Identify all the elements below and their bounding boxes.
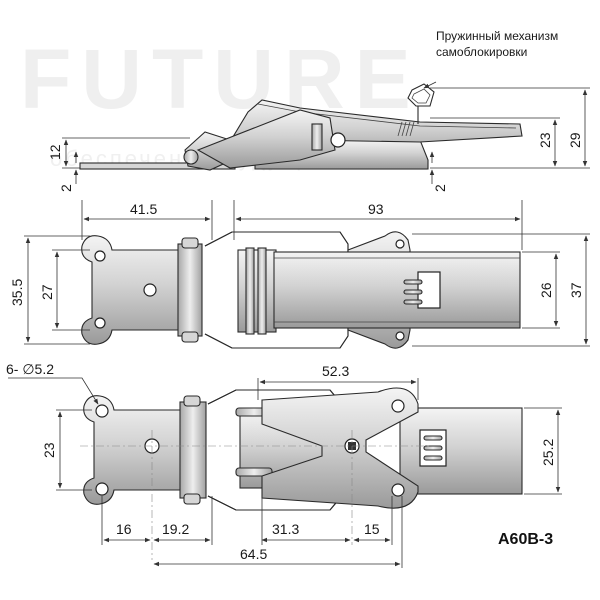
dim-bottom-holes: 6- ∅5.2 <box>6 361 54 377</box>
dim-top-26: 26 <box>538 282 554 298</box>
dim-top-27: 27 <box>39 284 55 300</box>
dim-top-35-5: 35.5 <box>9 279 25 306</box>
dim-top-93: 93 <box>368 201 384 217</box>
dim-bottom-19-2: 19.2 <box>162 521 189 537</box>
bottom-catch-plate <box>261 387 419 509</box>
bottom-base-plate <box>83 395 191 505</box>
dim-side-29: 29 <box>567 132 583 148</box>
dim-bottom-15: 15 <box>364 521 380 537</box>
bottom-hinge <box>179 401 207 499</box>
annotation-line2: самоблокировки <box>436 45 527 59</box>
side-hinge-pin <box>183 149 199 165</box>
annotation-line1: Пружинный механизм <box>436 29 558 43</box>
dim-top-41-5: 41.5 <box>130 201 157 217</box>
side-view: Пружинный механизм самоблокировки 12 2 2… <box>47 29 590 192</box>
dim-bottom-52-3: 52.3 <box>322 363 349 379</box>
dim-side-23: 23 <box>537 132 553 148</box>
top-hinge <box>177 243 203 337</box>
side-strap <box>196 109 336 169</box>
dim-side-12: 12 <box>47 144 63 160</box>
top-view: 41.5 93 35.5 27 26 37 <box>9 200 590 349</box>
dim-bottom-31-3: 31.3 <box>272 521 299 537</box>
dim-bottom-25-2: 25.2 <box>540 439 556 466</box>
dim-side-2-left: 2 <box>58 184 74 192</box>
top-base-plate <box>81 235 189 345</box>
watermark-main: FUTURE <box>20 32 421 126</box>
side-pivot <box>330 132 346 148</box>
top-strap <box>237 249 277 333</box>
dim-bottom-64-5: 64.5 <box>240 546 267 562</box>
dim-bottom-16: 16 <box>116 521 132 537</box>
product-code: A60B-3 <box>498 531 553 548</box>
dim-side-2-right: 2 <box>432 184 448 192</box>
dim-bottom-23: 23 <box>41 442 57 458</box>
bottom-lever-end <box>399 407 523 495</box>
top-lever <box>273 251 521 329</box>
dim-top-37: 37 <box>568 282 584 298</box>
bottom-view: 6- ∅5.2 52.3 23 25.2 16 19.2 31.3 15 64.… <box>6 361 562 568</box>
